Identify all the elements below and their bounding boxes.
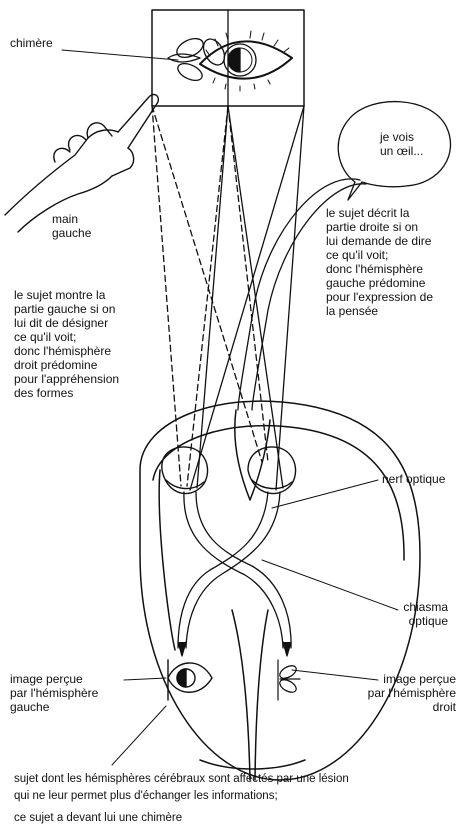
caption-line-2: qui ne leur permet plus d'échanger les i… bbox=[14, 789, 278, 804]
perceived-image-right bbox=[278, 660, 300, 700]
perceived-image-left-label: image perçue par l'hémisphère gauche bbox=[10, 672, 98, 714]
chimera-label: chimère bbox=[10, 36, 53, 50]
optic-nerve-label: nerf optique bbox=[382, 472, 445, 486]
leader-lines bbox=[62, 50, 398, 765]
dashed-sight-lines bbox=[152, 106, 268, 486]
perceived-image-left bbox=[168, 660, 212, 700]
left-explanation-text: le sujet montre la partie gauche si on l… bbox=[14, 288, 119, 400]
left-hand-label: main gauche bbox=[52, 212, 91, 240]
caption-line-1: sujet dont les hémisphères cérébraux son… bbox=[14, 772, 349, 787]
brain-outline bbox=[140, 401, 420, 780]
chimera-picture bbox=[152, 10, 304, 106]
optic-chiasm-label: chiasma optique bbox=[388, 600, 448, 628]
skull-eyes bbox=[162, 447, 296, 494]
perceived-image-right-label: image perçue par l'hémisphère droit bbox=[340, 672, 456, 714]
optic-nerve-paths bbox=[178, 492, 291, 656]
caption-line-3: ce sujet a devant lui une chimère bbox=[14, 811, 182, 826]
right-explanation-text: le sujet décrit la partie droite si on l… bbox=[326, 206, 433, 318]
speech-bubble-text: je vois un œil... bbox=[380, 130, 423, 158]
